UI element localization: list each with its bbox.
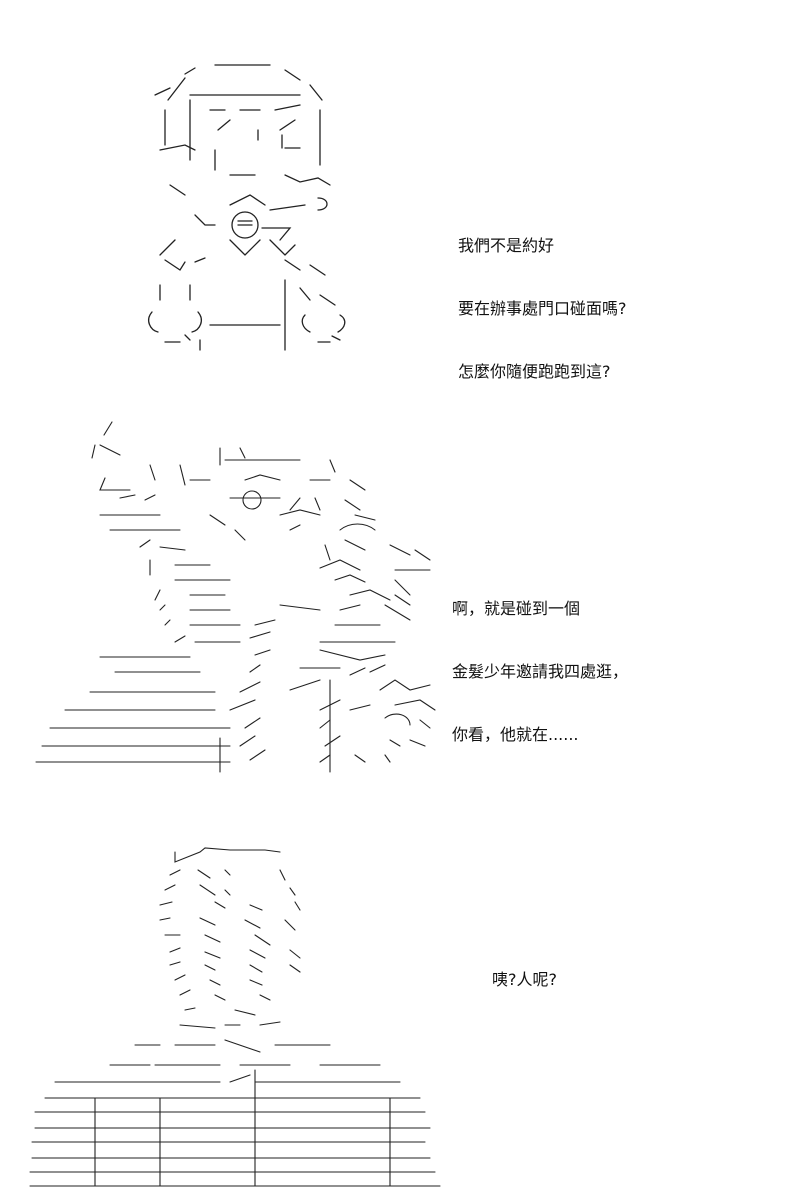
speech-line: 我們不是約好 bbox=[458, 236, 555, 255]
character-art-2 bbox=[35, 421, 436, 773]
speech-text-2: 啊，就是碰到一個 金髮少年邀請我四處逛， 你看，他就在...... bbox=[452, 556, 628, 787]
speech-line: 要在辦事處門口碰面嗎? bbox=[458, 299, 627, 318]
character-art-1 bbox=[148, 64, 346, 351]
character-art-3 bbox=[29, 847, 441, 1187]
speech-line: 金髮少年邀請我四處逛， bbox=[452, 662, 629, 681]
speech-text-1: 我們不是約好 要在辦事處門口碰面嗎? 怎麼你隨便跑跑到這? bbox=[458, 193, 627, 424]
panel-2: 啊，就是碰到一個 金髮少年邀請我四處逛， 你看，他就在...... bbox=[0, 410, 800, 780]
speech-line: 啊，就是碰到一個 bbox=[452, 599, 581, 618]
speech-text-3: 咦?人呢? bbox=[492, 927, 557, 1032]
speech-line: 怎麼你隨便跑跑到這? bbox=[458, 362, 611, 381]
speech-line: 咦?人呢? bbox=[492, 970, 557, 989]
panel-3: 咦?人呢? bbox=[0, 840, 800, 1195]
speech-line: 你看，他就在...... bbox=[452, 725, 579, 744]
panel-1: 我們不是約好 要在辦事處門口碰面嗎? 怎麼你隨便跑跑到這? bbox=[0, 0, 800, 381]
